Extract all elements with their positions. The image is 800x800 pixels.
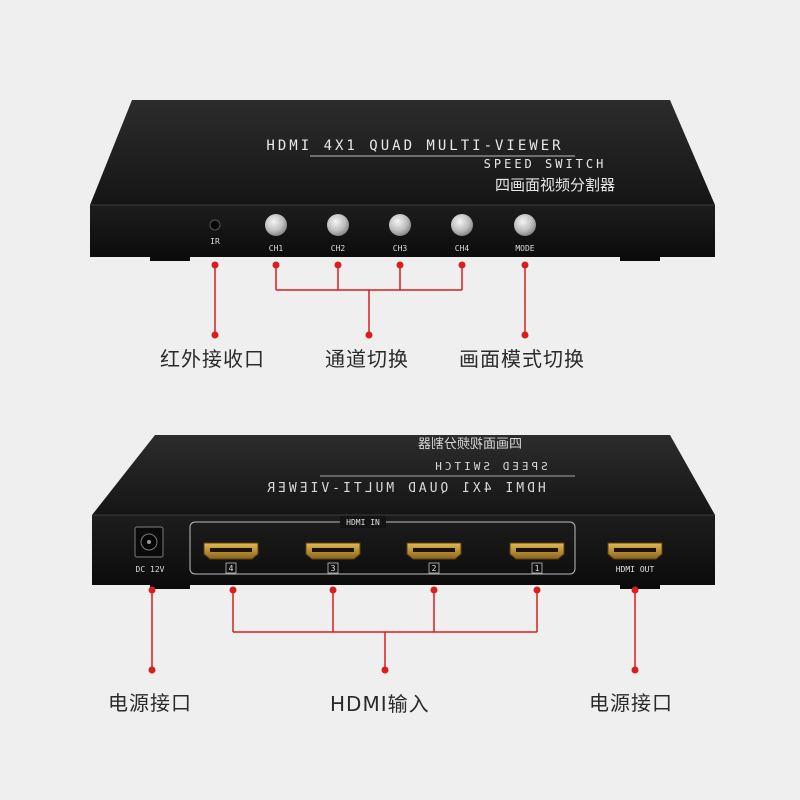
hdmi-input-port-4[interactable] bbox=[203, 542, 259, 560]
hdmi-input-port-2[interactable] bbox=[406, 542, 462, 560]
front-button-label: CH2 bbox=[331, 244, 346, 253]
callout-channel-switch: 通道切换 bbox=[325, 347, 409, 371]
front-title-line1: HDMI 4X1 QUAD MULTI-VIEWER bbox=[266, 138, 563, 154]
front-device-top bbox=[90, 100, 715, 205]
port-number: 2 bbox=[432, 564, 437, 573]
callout-hdmi-input: HDMI输入 bbox=[330, 692, 430, 716]
rear-callout-lines bbox=[148, 586, 639, 674]
hdmi-input-number-1: 1 bbox=[531, 562, 543, 574]
front-device: HDMI 4X1 QUAD MULTI-VIEWER SPEED SWITCH … bbox=[90, 100, 715, 261]
hdmi-input-port-3[interactable] bbox=[305, 542, 361, 560]
front-button-ch3[interactable]: CH3 bbox=[389, 214, 411, 253]
rear-device: 四画面视频分割器 SPEED SWITCH HDMI 4X1 QUAD MULT… bbox=[92, 435, 715, 589]
callout-ir-receiver: 红外接收口 bbox=[160, 347, 265, 371]
hdmi-input-number-2: 2 bbox=[428, 562, 440, 574]
rear-device-top bbox=[92, 435, 715, 515]
ir-receiver-icon bbox=[209, 219, 221, 231]
front-callout-lines bbox=[211, 261, 529, 339]
callout-hdmi-output: 电源接口 bbox=[589, 691, 673, 715]
front-button-mode[interactable]: MODE bbox=[514, 214, 536, 253]
rear-title-cn: 四画面视频分割器 bbox=[418, 436, 522, 452]
rear-title-line1: HDMI 4X1 QUAD MULTI-VIEWER bbox=[264, 481, 546, 496]
callout-rear-power: 电源接口 bbox=[108, 691, 192, 715]
front-title-cn: 四画面视频分割器 bbox=[495, 176, 615, 194]
port-number: 4 bbox=[229, 564, 234, 573]
front-button-ch1[interactable]: CH1 bbox=[265, 214, 287, 253]
front-title-line2: SPEED SWITCH bbox=[484, 157, 607, 171]
hdmi-output-port[interactable] bbox=[607, 542, 663, 560]
hdmi-input-port-1[interactable] bbox=[509, 542, 565, 560]
dc-power-label: DC 12V bbox=[136, 565, 165, 574]
hdmi-input-number-4: 4 bbox=[225, 562, 237, 574]
front-button-label: CH1 bbox=[269, 244, 284, 253]
port-number: 3 bbox=[331, 564, 336, 573]
dc-power-jack[interactable] bbox=[134, 526, 164, 558]
callout-mode-switch: 画面模式切换 bbox=[459, 347, 585, 371]
front-button-label: CH4 bbox=[455, 244, 470, 253]
front-button-label: CH3 bbox=[393, 244, 408, 253]
port-number: 1 bbox=[535, 564, 540, 573]
front-button-label: MODE bbox=[515, 244, 534, 253]
hdmi-in-label: HDMI IN bbox=[346, 518, 380, 527]
hdmi-out-label: HDMI OUT bbox=[616, 565, 655, 574]
front-button-ch4[interactable]: CH4 bbox=[451, 214, 473, 253]
hdmi-input-number-3: 3 bbox=[327, 562, 339, 574]
front-button-ch2[interactable]: CH2 bbox=[327, 214, 349, 253]
rear-title-line2: SPEED SWITCH bbox=[432, 460, 547, 473]
ir-label: IR bbox=[210, 237, 220, 246]
